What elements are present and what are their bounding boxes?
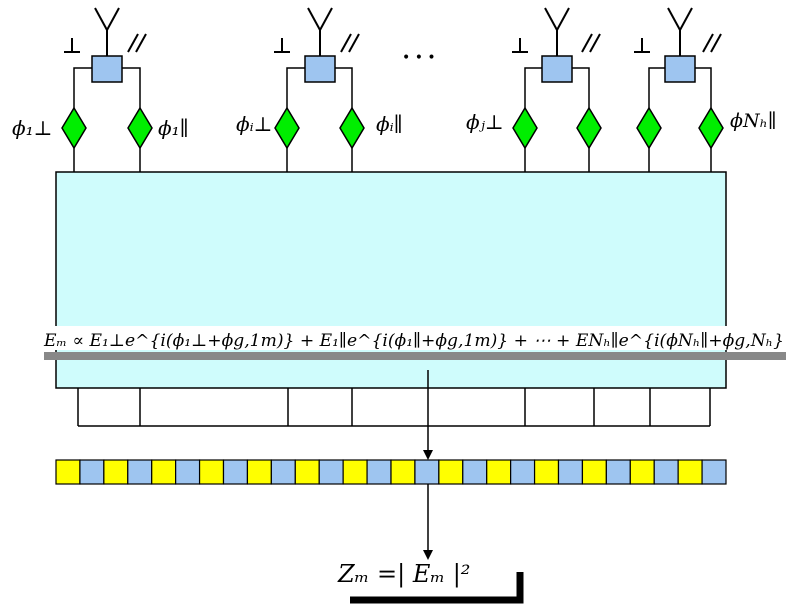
antenna-icon bbox=[94, 7, 120, 56]
antenna-element-nh: ϕNₕ∥ bbox=[634, 7, 777, 172]
equation-background bbox=[44, 326, 786, 350]
antenna-element-i: ϕᵢ⊥ ϕᵢ∥ bbox=[236, 7, 403, 172]
phase-label-i-par: ϕᵢ∥ bbox=[376, 112, 403, 136]
array-cell bbox=[175, 459, 201, 485]
array-cell bbox=[198, 459, 225, 485]
ground-icon bbox=[64, 38, 80, 53]
separator-bar bbox=[44, 352, 786, 360]
array-cell bbox=[653, 459, 679, 485]
antenna-icon bbox=[544, 7, 570, 56]
polarization-icon bbox=[340, 33, 360, 53]
output-equation: Zₘ =| Eₘ |² bbox=[337, 560, 470, 589]
array-cell bbox=[510, 459, 536, 485]
routing-network bbox=[77, 388, 711, 427]
phase-label-i-perp: ϕᵢ⊥ bbox=[236, 112, 272, 136]
splitter-box bbox=[91, 55, 123, 83]
array-cell bbox=[55, 459, 81, 485]
antenna-icon bbox=[307, 7, 333, 56]
array-cell bbox=[103, 459, 129, 485]
phase-shifter-perp bbox=[512, 106, 538, 150]
array-cell bbox=[701, 459, 727, 485]
phase-shifter-perp bbox=[636, 106, 662, 150]
antenna-icon bbox=[667, 7, 693, 56]
array-cell bbox=[246, 459, 272, 485]
pixel-array bbox=[55, 459, 727, 485]
phase-shifter-perp bbox=[274, 106, 300, 150]
array-cell bbox=[677, 459, 703, 485]
array-cell bbox=[557, 459, 584, 485]
splitter-box bbox=[664, 55, 696, 83]
splitter-box bbox=[304, 55, 336, 83]
polarization-icon bbox=[702, 33, 722, 53]
array-cell bbox=[438, 459, 464, 485]
array-cell bbox=[79, 459, 105, 485]
array-cell bbox=[462, 459, 488, 485]
phase-shifter-par bbox=[127, 106, 153, 150]
polarization-icon bbox=[581, 33, 601, 53]
phase-shifter-par bbox=[339, 106, 365, 150]
array-cell bbox=[390, 459, 416, 485]
array-cell bbox=[342, 459, 368, 485]
array-cell bbox=[318, 459, 344, 485]
array-cell bbox=[222, 459, 249, 485]
antenna-element-j: ϕⱼ⊥ bbox=[466, 7, 602, 172]
polarization-icon bbox=[127, 33, 147, 53]
arrow-head-icon bbox=[423, 450, 433, 460]
array-cell bbox=[270, 459, 296, 485]
array-cell bbox=[414, 459, 440, 485]
ground-icon bbox=[512, 38, 528, 53]
phase-label-1-perp: ϕ₁⊥ bbox=[12, 116, 52, 140]
array-cell bbox=[127, 459, 153, 485]
ground-icon bbox=[634, 38, 650, 53]
field-equation: Eₘ ∝ E₁⊥e^{i(ϕ₁⊥+ϕg,1m)} + E₁∥e^{i(ϕ₁∥+ϕ… bbox=[43, 331, 784, 351]
phase-label-1-par: ϕ₁∥ bbox=[158, 116, 189, 140]
array-cell bbox=[294, 459, 320, 485]
array-cell bbox=[581, 459, 607, 485]
splitter-box bbox=[541, 55, 573, 83]
array-cell bbox=[486, 459, 512, 485]
phase-label-j-perp: ϕⱼ⊥ bbox=[466, 110, 504, 134]
phase-label-nh-par: ϕNₕ∥ bbox=[730, 110, 777, 132]
output-underline bbox=[350, 572, 524, 604]
phase-shifter-par bbox=[698, 106, 724, 150]
array-cell bbox=[605, 459, 631, 485]
array-cell bbox=[151, 459, 177, 485]
phase-shifter-perp bbox=[61, 106, 87, 150]
ellipsis: • • • bbox=[402, 50, 436, 66]
arrow-head-icon bbox=[423, 550, 433, 560]
array-cell bbox=[366, 459, 392, 485]
ground-icon bbox=[274, 38, 290, 53]
phase-shifter-par bbox=[576, 106, 602, 150]
array-cell bbox=[629, 459, 655, 485]
array-cell bbox=[533, 459, 560, 485]
antenna-element-1: ϕ₁⊥ ϕ₁∥ bbox=[12, 7, 189, 172]
